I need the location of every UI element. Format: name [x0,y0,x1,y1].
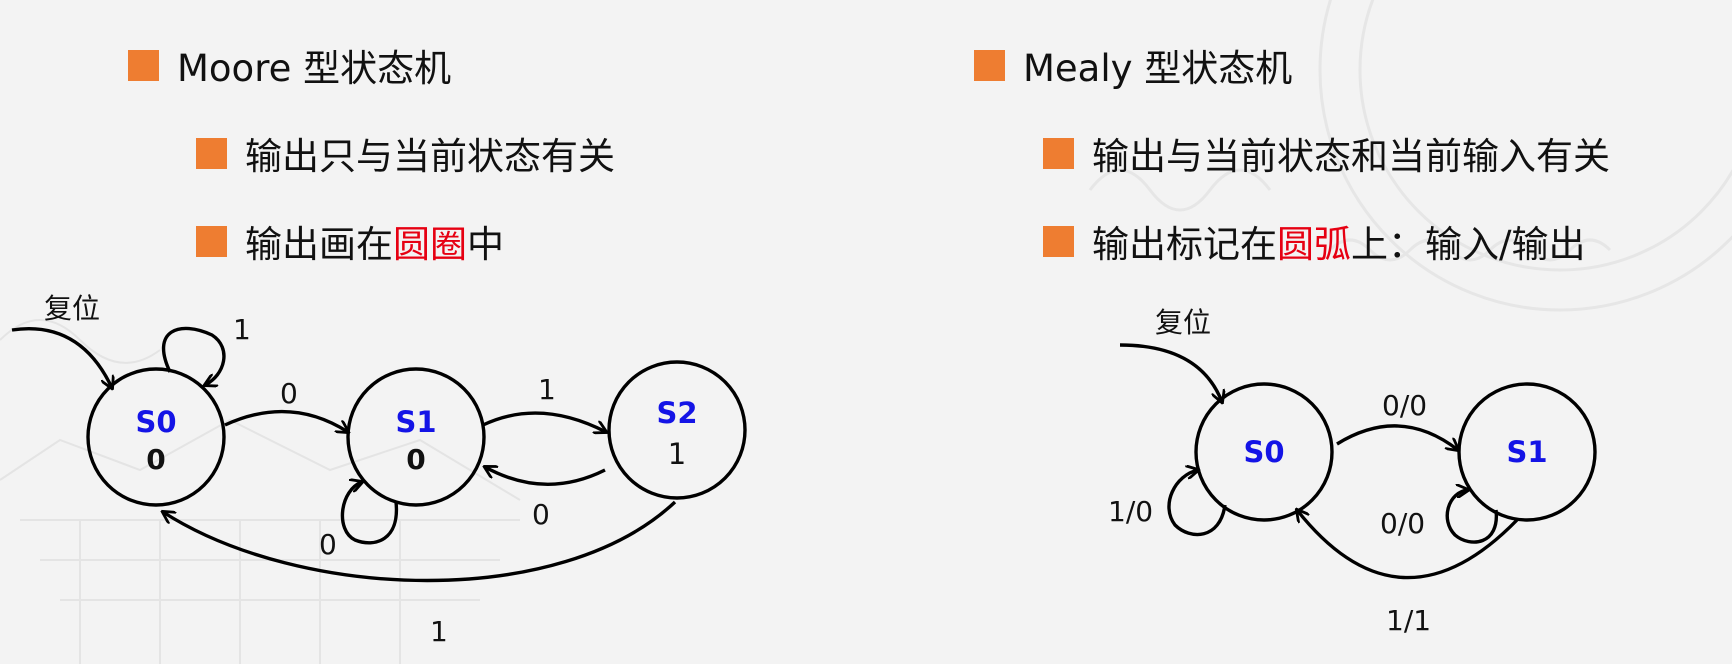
mealy-state-s0 [1194,382,1334,522]
moore-title-bullet: Moore 型状态机 [128,38,451,92]
bullet-square-icon [128,49,159,81]
moore-title: Moore 型状态机 [177,47,452,90]
mealy-title: Mealy 型状态机 [1023,47,1293,90]
mealy-reset-arrow [1119,343,1222,402]
mealy-bullet-1-text: 输出与当前状态和当前输入有关 [1092,135,1610,178]
moore-s0-self-loop [162,326,226,385]
moore-s1-name: S1 [395,405,436,439]
moore-bullet-2-highlight: 圆圈 [393,223,467,266]
moore-bullet-2-text: 输出画在圆圈中 [245,214,504,268]
mealy-diagram [1119,343,1597,580]
moore-bullet-2-pre: 输出画在 [245,223,393,266]
bullet-square-icon [974,49,1005,81]
moore-reset-arrow [11,327,112,388]
bullet-square-icon [196,137,227,169]
mealy-s0-name: S0 [1243,435,1284,469]
moore-reset-label: 复位 [44,292,100,325]
moore-s2-name: S2 [656,396,697,430]
moore-diagram [11,326,747,583]
moore-s2-s0-arrow [163,500,677,583]
moore-state-s2 [607,360,747,500]
mealy-s1-s0-arrow [1297,510,1519,580]
moore-bullet-2: 输出画在圆圈中 [196,214,504,268]
moore-s0-self-label: 1 [233,313,251,346]
moore-s1-self-label: 0 [319,528,337,561]
moore-state-s0 [86,367,226,507]
moore-s0-s1-label: 0 [280,377,298,410]
mealy-diagram-labels: S0 S1 复位 0/0 1/0 0/0 1/1 [1108,306,1548,637]
moore-s1-s2-label: 1 [538,373,556,406]
moore-bullet-2-post: 中 [467,223,504,266]
mealy-s0-s1-label: 0/0 [1382,389,1427,422]
mealy-bullet-1: 输出与当前状态和当前输入有关 [1043,126,1610,180]
moore-diagram-labels: S0 0 S1 0 S2 1 复位 1 0 1 0 0 1 [44,292,698,648]
mealy-bullet-2: 输出标记在圆弧上：输入/输出 [1043,214,1585,268]
mealy-s0-self-label: 1/0 [1108,495,1153,528]
mealy-title-bullet: Mealy 型状态机 [974,38,1292,92]
moore-bullet-1: 输出只与当前状态有关 [196,126,615,180]
mealy-s1-self-label: 0/0 [1380,507,1425,540]
moore-s1-self-loop [340,482,399,545]
bullet-square-icon [1043,137,1074,169]
mealy-bullet-2-text: 输出标记在圆弧上：输入/输出 [1092,214,1585,268]
moore-s2-s1-label: 0 [532,498,550,531]
moore-bullet-1-text: 输出只与当前状态有关 [245,135,615,178]
bullet-square-icon [196,225,227,257]
moore-s1-s2-arrow [482,411,606,432]
mealy-s1-self-loop [1445,490,1498,544]
mealy-bullet-2-post: 上：输入/输出 [1351,223,1586,266]
moore-s1-output: 0 [406,443,425,476]
mealy-s1-name: S1 [1506,435,1547,469]
bullet-square-icon [1043,225,1074,257]
moore-s2-s0-label: 1 [430,615,448,648]
moore-state-s1 [346,367,486,507]
mealy-bullet-2-pre: 输出标记在 [1092,223,1277,266]
mealy-s1-s0-label: 1/1 [1386,604,1431,637]
moore-s2-output: 1 [668,437,686,471]
mealy-reset-label: 复位 [1155,306,1211,339]
mealy-s0-self-loop [1167,470,1227,537]
moore-s2-s1-arrow [485,467,606,486]
moore-s0-s1-arrow [224,409,348,432]
mealy-bullet-2-highlight: 圆弧 [1277,223,1351,266]
moore-s0-name: S0 [135,405,176,439]
moore-s0-output: 0 [146,443,165,476]
mealy-s0-s1-arrow [1336,424,1458,450]
